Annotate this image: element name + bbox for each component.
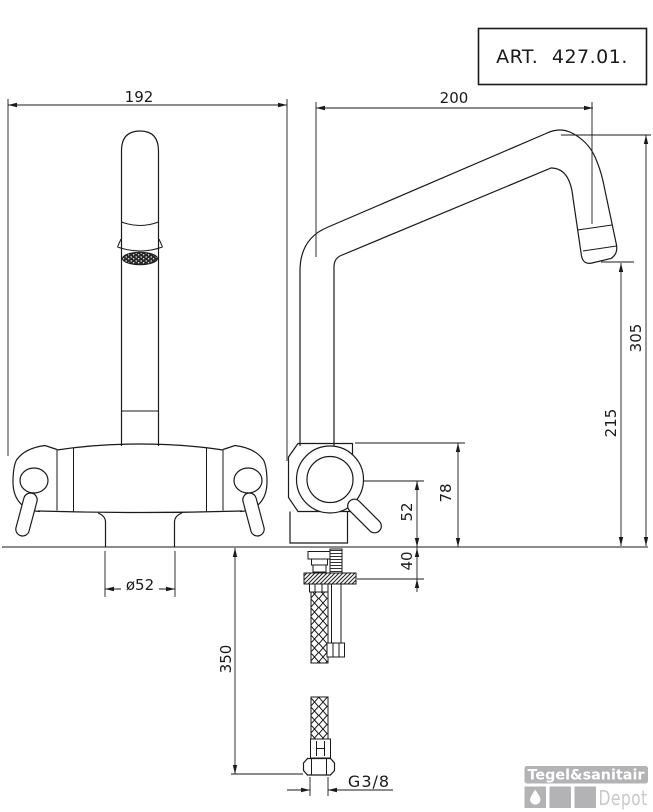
front-left-lever bbox=[15, 492, 38, 537]
front-view bbox=[12, 130, 268, 547]
shank-step-2 bbox=[312, 564, 327, 573]
dim-label-192: 192 bbox=[125, 88, 154, 106]
hose-collar-details bbox=[316, 741, 325, 756]
side-lever bbox=[347, 498, 382, 534]
dim-label-78: 78 bbox=[437, 483, 455, 502]
front-spout-swivel-band bbox=[121, 221, 159, 226]
mounting-washer bbox=[303, 572, 357, 585]
dim-side-reach-200: 200 bbox=[315, 89, 593, 257]
dimensions: 192 200 305 215 78 52 bbox=[7, 88, 651, 796]
dim-hose-length-350: 350 bbox=[217, 548, 303, 775]
front-body-top bbox=[56, 443, 224, 451]
dim-label-200: 200 bbox=[440, 89, 469, 107]
braided-hose-upper bbox=[310, 591, 329, 664]
dim-label-350: 350 bbox=[217, 645, 235, 674]
front-aerator-flare bbox=[117, 238, 163, 252]
dim-label-52: 52 bbox=[398, 502, 416, 521]
shank-flange bbox=[307, 551, 331, 560]
dim-label-215: 215 bbox=[602, 409, 620, 438]
dim-thread-g38: G3/8 bbox=[287, 772, 393, 796]
mounting-nut bbox=[309, 583, 329, 593]
hex-nut-facets bbox=[311, 758, 327, 775]
front-aerator-outlet bbox=[122, 251, 158, 266]
logo-brand-text: Tegel&sanitair bbox=[528, 768, 646, 784]
logo-sub-brand-text: Depot bbox=[599, 786, 648, 810]
water-drop-icon bbox=[530, 789, 541, 805]
dim-label-base-diameter: ø52 bbox=[126, 576, 154, 594]
dim-mounting-depth-40: 40 bbox=[357, 547, 424, 592]
side-spout bbox=[299, 129, 618, 446]
supply-pipe-nut bbox=[326, 642, 345, 658]
dim-label-40: 40 bbox=[398, 551, 416, 570]
side-valve-inner-circle bbox=[306, 455, 354, 504]
side-spout-outlet-bands bbox=[577, 224, 617, 252]
front-right-handle-boss bbox=[233, 467, 263, 494]
logo-square-2 bbox=[549, 786, 571, 808]
logo-banner bbox=[524, 766, 648, 784]
dim-label-305: 305 bbox=[627, 324, 645, 353]
dim-body-height-78: 78 bbox=[355, 442, 465, 547]
hose-end-hex-nut bbox=[302, 757, 336, 776]
side-body-lower bbox=[289, 511, 349, 544]
braided-hose-lower bbox=[310, 696, 329, 740]
dim-handle-height-52: 52 bbox=[364, 480, 424, 547]
front-base-column bbox=[97, 512, 183, 547]
front-body-bottom bbox=[37, 510, 243, 514]
front-right-lever bbox=[242, 492, 265, 537]
title-block-frame bbox=[477, 27, 648, 86]
supply-pipe-nut-facets bbox=[332, 643, 340, 657]
side-valve-outer-circle bbox=[295, 445, 365, 514]
brand-logo: Tegel&sanitair Depot bbox=[524, 766, 648, 810]
front-body-dividers bbox=[56, 448, 224, 512]
dim-base-diameter-52: ø52 bbox=[104, 551, 176, 597]
threaded-rod bbox=[329, 548, 343, 574]
title-block: ART. 427.01. bbox=[477, 27, 648, 86]
under-deck-assembly bbox=[302, 548, 357, 776]
dim-outlet-height-215: 215 bbox=[601, 261, 634, 546]
dim-spout-top-height-305: 305 bbox=[561, 134, 651, 546]
front-spout-tube bbox=[120, 130, 160, 446]
side-view bbox=[287, 129, 618, 776]
front-left-handle-boss bbox=[19, 467, 49, 494]
article-number: ART. 427.01. bbox=[496, 46, 628, 68]
shank-step-1 bbox=[311, 558, 328, 566]
dim-label-thread: G3/8 bbox=[348, 772, 390, 791]
logo-square-3 bbox=[574, 786, 596, 808]
mounting-nut-facets bbox=[314, 584, 323, 592]
dim-front-width-192: 192 bbox=[7, 88, 288, 461]
